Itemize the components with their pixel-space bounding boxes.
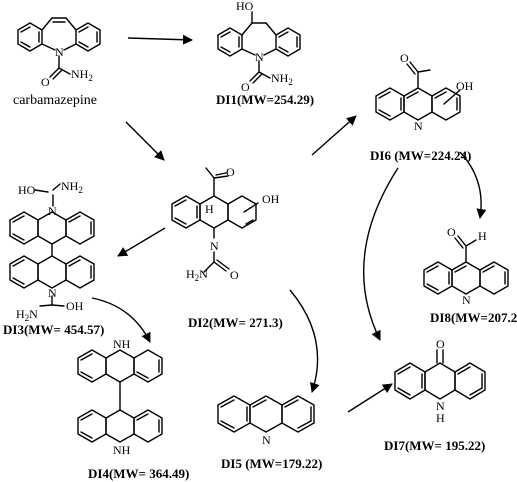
di2-n-label: N	[210, 239, 219, 253]
di1-nh2-label: NH2	[271, 71, 293, 87]
arrow-cbz-to-di1	[127, 34, 193, 45]
di4-structure	[77, 349, 163, 443]
atom-nh2-label: NH2	[71, 67, 93, 83]
arrow-di6-to-di8	[459, 151, 487, 219]
di8-h-label: H	[478, 229, 487, 243]
di2-label: DI2(MW= 271.3)	[188, 315, 283, 330]
arrow-di3-to-di4	[91, 297, 151, 343]
atom-o-label: O	[41, 75, 50, 89]
di8-structure	[423, 235, 509, 295]
di2-structure	[171, 167, 259, 273]
di1-structure	[217, 11, 301, 84]
di2-o-label: O	[226, 165, 235, 179]
arrow-cbz-to-di2	[125, 121, 165, 161]
arrow-di2-to-di3	[117, 227, 166, 257]
arrow-di2-to-di5	[289, 289, 320, 393]
arrow-di2-to-di6	[311, 115, 357, 156]
di2-h-label: H	[205, 202, 214, 216]
carbamazepine-label: carbamazepine	[13, 93, 97, 108]
di6-structure	[375, 61, 461, 121]
di6-n-label: N	[414, 119, 423, 133]
di3-n-top-label: N	[48, 204, 57, 218]
di1-o-label: O	[241, 80, 250, 94]
di7-structure	[394, 349, 486, 400]
arrow-di5-to-di7	[347, 383, 393, 413]
di6-label: DI6 (MW=224.24)	[370, 148, 471, 163]
di3-oh-label: OH	[66, 299, 84, 313]
carbamazepine-structure	[17, 17, 101, 80]
di6-o-label: O	[400, 51, 409, 65]
di4-nh-top-label: NH	[113, 337, 131, 351]
di3-n-bottom-label: N	[48, 286, 57, 300]
di8-o-label: O	[447, 225, 456, 239]
di5-structure	[217, 395, 315, 433]
di4-nh-bottom-label: NH	[113, 443, 131, 457]
di7-o-label: O	[436, 337, 445, 351]
di8-label: DI8(MW=207.23	[430, 310, 517, 325]
di7-label: DI7(MW= 195.22)	[384, 438, 485, 453]
di4-label: DI4(MW= 364.49)	[88, 466, 189, 481]
di8-n-label: N	[462, 293, 471, 307]
di2-oh-label: OH	[262, 192, 280, 206]
arrow-di6-to-di7	[363, 167, 399, 341]
di5-n-label: N	[262, 433, 271, 447]
di1-n-label: N	[255, 50, 264, 64]
di1-ho-label: HO	[236, 0, 254, 13]
di6-oh-label: OH	[456, 79, 474, 93]
di7-h-label: H	[436, 411, 445, 425]
di2-o2-label: O	[230, 268, 239, 282]
di3-label: DI3(MW= 454.57)	[3, 322, 104, 337]
di7-n-label: N	[436, 399, 445, 413]
di3-structure	[9, 183, 95, 307]
di2-h2n-label: H2N	[186, 267, 208, 283]
di3-h2n-label: H2N	[16, 307, 38, 323]
di5-label: DI5 (MW=179.22)	[221, 456, 322, 471]
di1-label: DI1(MW=254.29)	[216, 92, 314, 107]
di3-nh2-top-label: NH2	[61, 179, 83, 195]
atom-n-label: N	[55, 45, 64, 59]
di3-ho-label: HO	[18, 183, 36, 197]
